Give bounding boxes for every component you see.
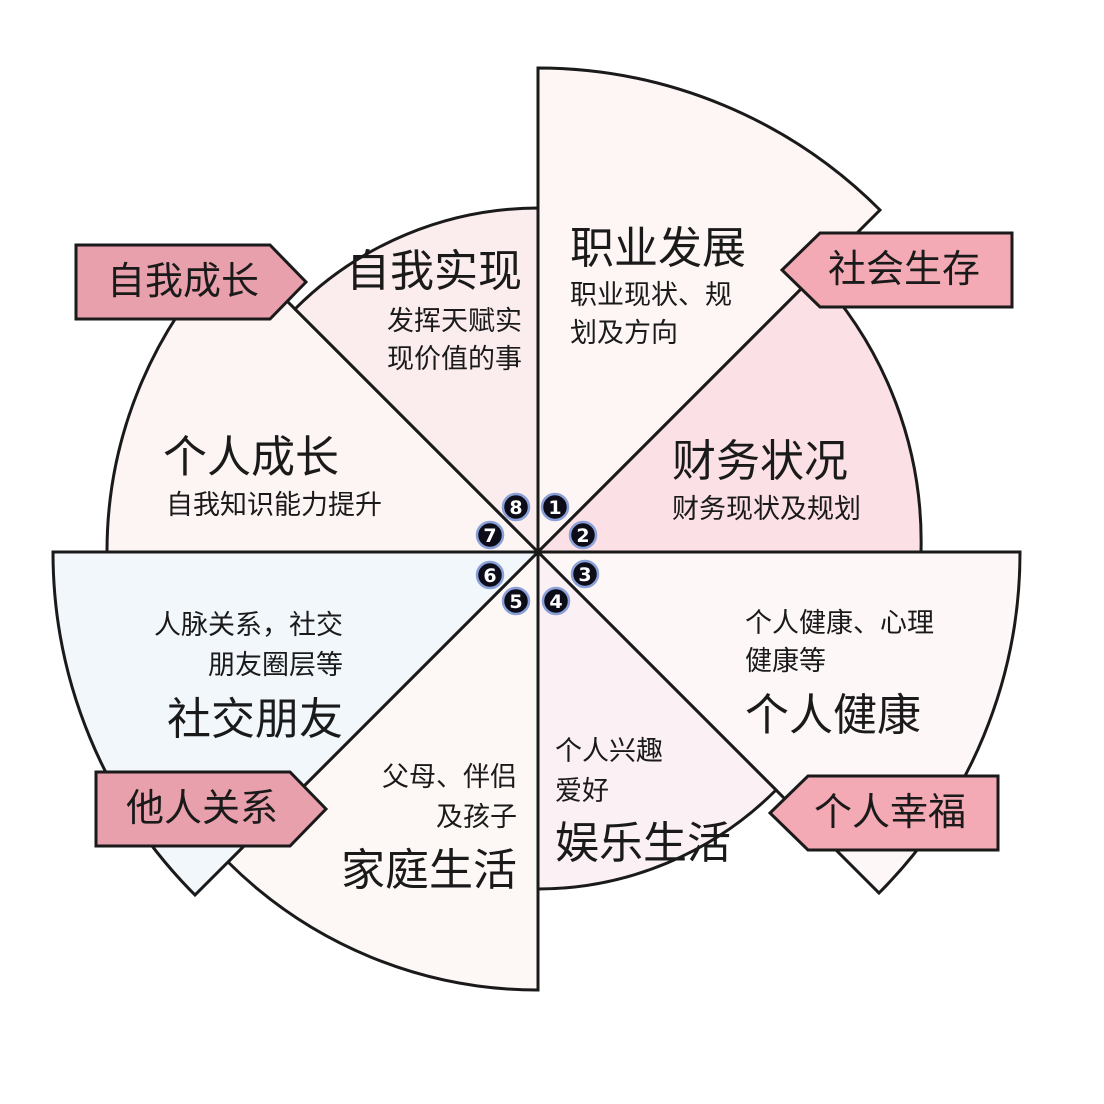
sector-1-wedge [536,66,883,556]
sector-3-desc-line-1: 个人健康、心理 [745,608,934,639]
svg-text:5: 5 [509,591,522,613]
sector-6-badge: 6 [475,560,505,590]
sector-8-desc-line-2: 现价值的事 [387,344,522,375]
sector-8-desc-line-1: 发挥天赋实 [387,306,522,337]
svg-text:4: 4 [549,591,562,613]
sector-7-badge: 7 [475,520,505,550]
sector-4-desc-line-2: 爱好 [555,776,609,807]
tag-personal-happiness-shape [767,774,1000,852]
sector-4-title: 娱乐生活 [555,818,731,869]
sector-3-desc-line-2: 健康等 [745,646,826,677]
sector-1-desc-line-2: 划及方向 [570,318,678,349]
svg-text:6: 6 [483,565,496,587]
sector-2-desc-line-1: 财务现状及规划 [672,494,861,525]
svg-text:2: 2 [576,525,589,547]
svg-text:1: 1 [548,497,561,519]
tag-self-growth-label: 自我成长 [107,259,259,303]
sector-8-badge: 8 [501,492,531,522]
svg-text:3: 3 [578,564,591,586]
tag-relationships-label: 他人关系 [126,786,278,830]
sector-2-title: 财务状况 [672,436,848,487]
tag-social-survival-label: 社会生存 [828,247,980,291]
sector-8-wedge [292,206,540,556]
sector-6-desc-line-2: 朋友圈层等 [208,650,343,681]
sector-6-desc-line-1: 人脉关系，社交 [154,610,343,641]
svg-text:8: 8 [509,497,522,519]
sector-5-badge: 5 [501,586,531,616]
tag-relationships-shape [94,770,329,848]
tag-self-growth-shape [74,243,309,321]
sector-4-desc-line-1: 个人兴趣 [555,736,663,767]
sector-1-title: 职业发展 [570,223,746,274]
sector-7-title: 个人成长 [163,432,339,483]
sector-5-wedge [225,548,540,992]
sector-2-badge: 2 [568,520,598,550]
sector-5-title: 家庭生活 [341,845,517,896]
sector-1-desc-line-1: 职业现状、规 [570,280,732,311]
sector-4-badge: 4 [541,586,571,616]
sector-5-desc-line-1: 父母、伴侣 [382,762,517,793]
tag-social-survival-shape [779,231,1014,309]
sector-3-badge: 3 [570,559,600,589]
sector-5-desc-line-2: 及孩子 [436,802,517,833]
sector-1-badge: 1 [540,492,570,522]
sector-6-title: 社交朋友 [167,694,343,745]
sector-4-wedge [536,548,779,891]
sector-7-desc-line-1: 自我知识能力提升 [166,490,382,521]
sector-8-title: 自我实现 [346,246,522,297]
tag-personal-happiness-label: 个人幸福 [814,790,966,834]
svg-text:7: 7 [483,525,496,547]
sector-3-title: 个人健康 [745,690,921,741]
